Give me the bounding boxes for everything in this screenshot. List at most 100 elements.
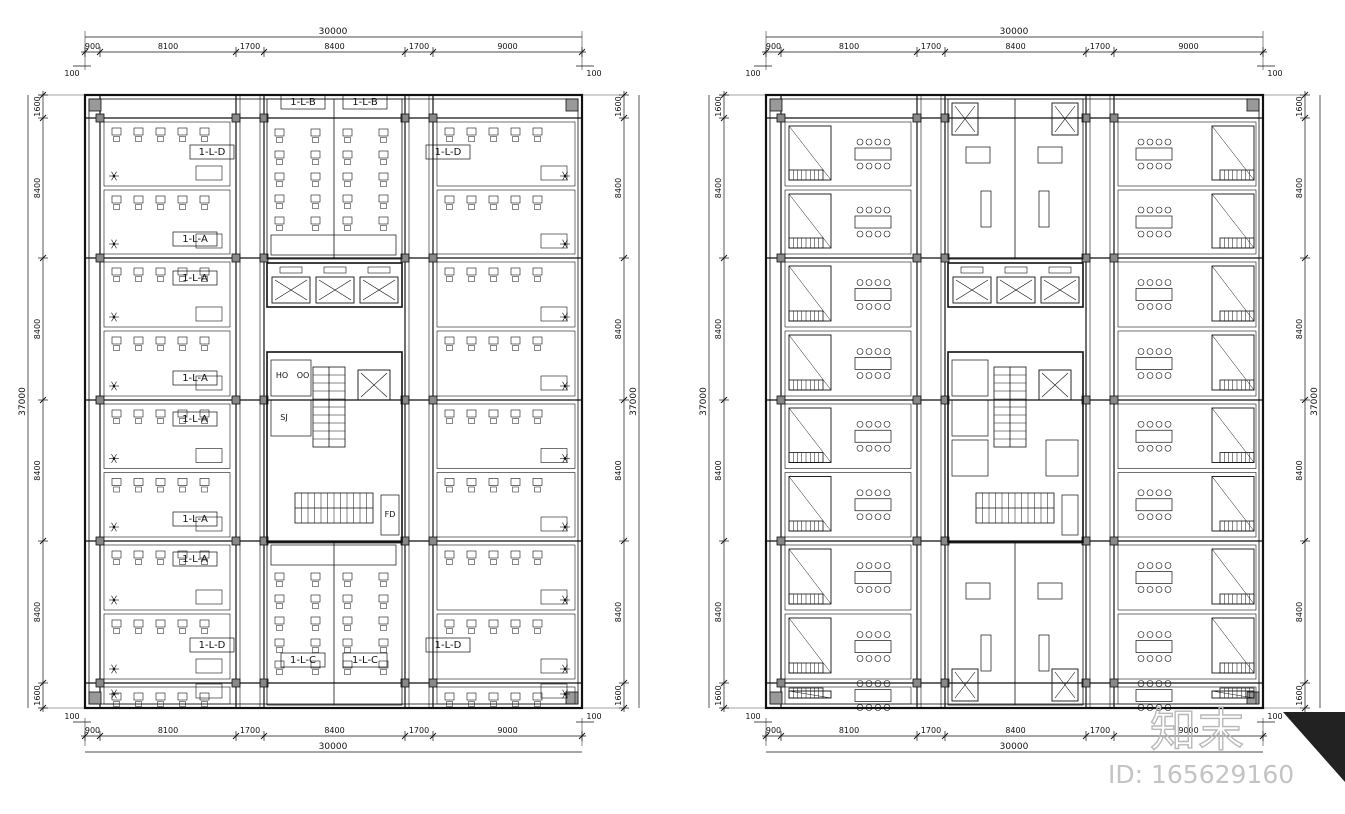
unit-tag-box <box>172 551 218 567</box>
plant <box>109 664 119 674</box>
dimension-slash <box>1301 537 1309 545</box>
workstation <box>310 594 321 603</box>
unit-tag: 1-L-A <box>182 273 208 284</box>
office-desk <box>1135 288 1173 301</box>
core-room <box>380 494 400 536</box>
seat <box>874 348 882 355</box>
office-room <box>436 403 576 469</box>
bed-diagonal <box>788 193 832 249</box>
chair <box>312 603 319 609</box>
chair <box>344 181 351 187</box>
corner-column <box>88 98 102 112</box>
workstation <box>133 267 144 276</box>
column-pillar <box>231 395 241 405</box>
building <box>83 93 584 710</box>
core-room <box>951 439 989 477</box>
workstation <box>342 638 353 647</box>
office-room <box>784 544 912 611</box>
chair <box>157 276 164 282</box>
workstation <box>177 267 188 276</box>
workstation <box>199 267 210 276</box>
unit-tag: 1-L-D <box>435 147 462 158</box>
office-room <box>436 544 576 611</box>
seat <box>865 372 873 379</box>
seat <box>1164 206 1172 214</box>
row-dimension-text: 8400 <box>714 178 723 198</box>
workstation <box>532 409 543 418</box>
office-desk <box>854 357 892 370</box>
unit-tag: 1-L-A <box>182 554 208 565</box>
seat <box>1137 303 1145 310</box>
dimension-slash <box>941 48 949 56</box>
elevator-shaft <box>315 276 355 304</box>
stair-shaft <box>1051 668 1079 702</box>
edge-dimension-text: 100 <box>586 712 601 721</box>
workstation <box>274 150 285 159</box>
dimension-slash <box>1301 91 1309 99</box>
seat <box>1137 631 1145 638</box>
office-room <box>436 613 576 680</box>
row-dimension-text: 1600 <box>714 685 723 705</box>
seat <box>856 348 864 355</box>
row-dimension-text: 8400 <box>614 178 623 198</box>
middle-bay-outline <box>947 98 1084 260</box>
workstation <box>111 692 122 701</box>
seat <box>1146 489 1154 497</box>
shaft-cross <box>1054 105 1076 133</box>
column-dimension-text: 8400 <box>324 726 344 735</box>
column-pillar <box>428 395 438 405</box>
bed-diagonal <box>788 476 832 532</box>
workstation <box>274 660 285 669</box>
seat <box>1137 586 1145 593</box>
bed-diagonal <box>788 617 832 674</box>
sofa <box>1037 146 1063 164</box>
chair <box>468 136 475 142</box>
office-room <box>1117 686 1257 705</box>
workstation <box>155 550 166 559</box>
chair <box>135 701 142 707</box>
shaft-cross <box>360 372 388 398</box>
chair <box>446 276 453 282</box>
total-width-text: 30000 <box>1000 27 1029 37</box>
dimension-slash <box>1301 254 1309 262</box>
row-dimension-text: 1600 <box>614 96 623 116</box>
dimension-slash <box>401 732 409 740</box>
meeting-table <box>195 448 223 463</box>
workstation <box>378 194 389 203</box>
office-room <box>1117 544 1257 611</box>
seat <box>1155 704 1163 711</box>
seat <box>874 230 882 238</box>
column-dimension-text: 9000 <box>497 42 517 51</box>
bed-diagonal <box>788 334 832 391</box>
seat <box>1164 138 1172 146</box>
workstation <box>310 660 321 669</box>
office-desk <box>1135 215 1173 229</box>
corner-column <box>769 691 783 705</box>
column-pillar <box>231 678 241 688</box>
column-dimension-text: 900 <box>85 726 100 735</box>
seat <box>883 162 891 170</box>
seat <box>1155 279 1163 286</box>
seat <box>883 348 891 355</box>
seat <box>1146 162 1154 170</box>
column-pillar <box>428 113 438 123</box>
seat <box>1146 420 1154 428</box>
chair <box>490 345 497 351</box>
office-room <box>1117 189 1257 255</box>
core-room <box>951 359 989 397</box>
column-pillar <box>1109 253 1119 263</box>
chair <box>534 276 541 282</box>
seat <box>1155 489 1163 497</box>
seat <box>1146 279 1154 286</box>
workstation <box>532 478 543 486</box>
chair <box>135 559 142 565</box>
office-room <box>1117 121 1257 187</box>
row-dimension-text: 8400 <box>614 319 623 339</box>
restroom-block <box>270 234 397 256</box>
workstation <box>532 692 543 701</box>
seat <box>856 162 864 170</box>
workstation <box>488 195 499 204</box>
office-room <box>784 686 912 705</box>
